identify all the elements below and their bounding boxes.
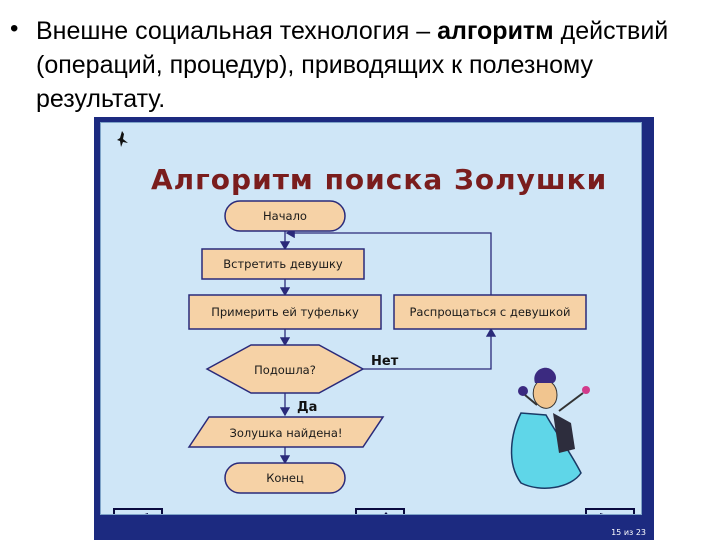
nav-return-button[interactable] [355,508,405,514]
bullet-text-before: Внешне социальная технология – [36,17,438,45]
diagram-title: Алгоритм поиска Золушки [151,163,608,196]
node-end-label: Конец [266,471,304,485]
node-found: Золушка найдена! [187,416,385,448]
bullet-text-bold: алгоритм [437,17,554,45]
return-arrow-icon [384,512,388,514]
bullet-dot: • [10,15,19,42]
node-meet-label: Встретить девушку [223,257,343,271]
node-fits: Подошла? [205,344,365,394]
node-meet: Встретить девушку [201,248,365,280]
arrow-right-icon [600,513,604,514]
label-yes: Да [297,400,317,415]
arrow-left-icon [144,513,148,514]
slide-inner: Алгоритм поиска Золушки Начало [100,122,642,515]
bird-icon [115,129,131,155]
nav-prev-button[interactable] [113,508,163,514]
cinderella-figure-icon [501,353,601,498]
node-start: Начало [224,200,346,232]
node-farewell: Распрощаться с девушкой [393,294,587,330]
node-fits-label: Подошла? [254,363,316,377]
arrow-fits-farewell [363,327,497,370]
label-no: Нет [371,354,399,369]
node-end: Конец [224,462,346,494]
slide-panel: Алгоритм поиска Золушки Начало [94,117,654,540]
bullet-text: Внешне социальная технология – алгоритм … [36,14,716,116]
node-found-label: Золушка найдена! [230,426,343,440]
nav-next-button[interactable] [585,508,635,514]
node-try-shoe-label: Примерить ей туфельку [211,305,359,319]
bullet-text-after: действий (операций, процедур), приводящи… [36,17,669,113]
node-start-label: Начало [263,209,307,223]
arrow-farewell-loop [285,227,492,295]
node-try-shoe: Примерить ей туфельку [188,294,382,330]
page-number: 15 из 23 [611,528,646,537]
node-farewell-label: Распрощаться с девушкой [410,305,571,319]
flowchart: Начало Встретить девушку Примерить ей ту… [187,200,587,494]
